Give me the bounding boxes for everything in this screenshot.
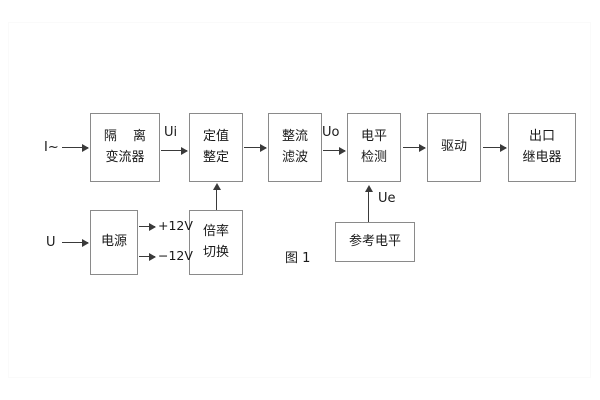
block-level-detection-line-1: 电平 xyxy=(360,129,387,145)
arrow-driver-to-output-relay xyxy=(483,143,507,152)
block-isolation: 隔 离 变流器 xyxy=(90,113,160,182)
label-rail-negative: −12V xyxy=(158,248,193,263)
diagram-frame xyxy=(8,22,591,378)
block-driver: 驱动 xyxy=(427,113,481,182)
block-multiplier-switch: 倍率 切换 xyxy=(189,210,243,275)
signal-label-uo: Uo xyxy=(322,125,340,140)
arrow-rail-negative xyxy=(139,252,156,261)
arrow-reference-to-level-detection xyxy=(364,185,373,222)
signal-label-voltage-input: U xyxy=(46,235,56,250)
block-multiplier-line-1: 倍率 xyxy=(202,224,229,240)
block-isolation-line-1: 隔 离 xyxy=(103,129,153,145)
signal-label-ue: Ue xyxy=(378,191,396,206)
figure-caption: 图 1 xyxy=(285,251,311,266)
block-driver-line-1: 驱动 xyxy=(440,139,467,155)
block-power-supply: 电源 xyxy=(90,210,138,275)
block-rectifier-line-2: 滤波 xyxy=(281,149,308,165)
block-output-relay: 出口 继电器 xyxy=(508,113,576,182)
block-rectifier-line-1: 整流 xyxy=(281,129,308,145)
block-output-relay-line-2: 继电器 xyxy=(522,149,562,165)
arrow-current-input xyxy=(62,143,89,152)
signal-label-ui: Ui xyxy=(164,125,178,140)
signal-label-current-input: I~ xyxy=(44,140,59,155)
block-level-detection-line-2: 检测 xyxy=(360,149,387,165)
arrow-isolation-to-setting xyxy=(161,146,188,155)
block-setting-line-2: 整定 xyxy=(202,149,229,165)
block-setting: 定值 整定 xyxy=(189,113,243,182)
block-output-relay-line-1: 出口 xyxy=(528,129,555,145)
block-reference-level-line-1: 参考电平 xyxy=(348,233,401,249)
block-level-detection: 电平 检测 xyxy=(347,113,401,182)
block-power-supply-line-1: 电源 xyxy=(100,234,127,250)
arrow-multiplier-to-setting xyxy=(212,183,221,210)
arrow-rail-positive xyxy=(139,222,156,231)
arrow-rectifier-to-level-detection xyxy=(323,146,346,155)
arrow-level-detection-to-driver xyxy=(403,143,426,152)
label-rail-positive: +12V xyxy=(158,218,193,233)
block-isolation-line-2: 变流器 xyxy=(105,149,145,165)
arrow-setting-to-rectifier xyxy=(244,143,267,152)
block-setting-line-1: 定值 xyxy=(202,129,229,145)
block-reference-level: 参考电平 xyxy=(335,222,415,262)
block-multiplier-line-2: 切换 xyxy=(202,244,229,260)
arrow-voltage-input xyxy=(62,238,89,247)
block-rectifier-filter: 整流 滤波 xyxy=(268,113,322,182)
